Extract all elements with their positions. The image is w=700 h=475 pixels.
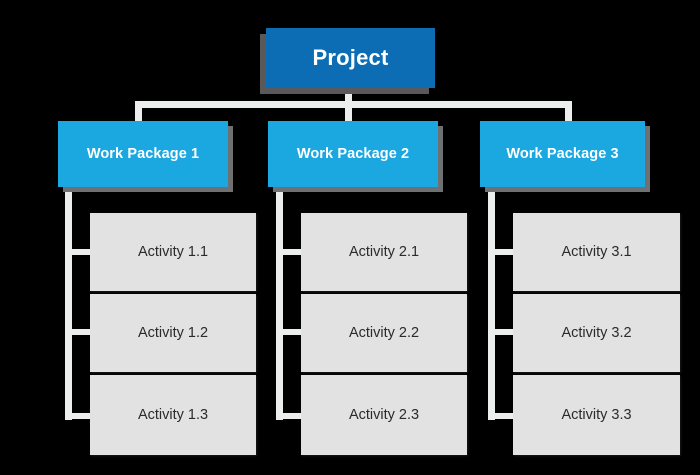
node-activity-1-1[interactable]: Activity 1.1 — [90, 213, 256, 291]
node-project[interactable]: Project — [266, 28, 435, 88]
connector-branch-activity-2-1 — [276, 249, 304, 255]
node-activity-3-3[interactable]: Activity 3.3 — [513, 375, 680, 455]
connector-branch-activity-2-3 — [276, 413, 304, 419]
connector-branch-activity-3-3 — [488, 413, 516, 419]
node-work-package-1[interactable]: Work Package 1 — [58, 121, 228, 187]
connector-root-bus — [135, 101, 572, 108]
node-activity-3-2[interactable]: Activity 3.2 — [513, 294, 680, 372]
connector-root-stem — [345, 88, 352, 106]
node-work-package-2-label: Work Package 2 — [296, 145, 410, 162]
node-activity-1-1-label: Activity 1.1 — [137, 243, 209, 260]
node-activity-2-1[interactable]: Activity 2.1 — [301, 213, 467, 291]
node-activity-3-1[interactable]: Activity 3.1 — [513, 213, 680, 291]
connector-branch-activity-2-2 — [276, 329, 304, 335]
connector-branch-activity-3-2 — [488, 329, 516, 335]
connector-branch-activity-1-1 — [65, 249, 93, 255]
node-activity-1-2[interactable]: Activity 1.2 — [90, 294, 256, 372]
node-work-package-3-label: Work Package 3 — [506, 145, 619, 162]
node-activity-1-3[interactable]: Activity 1.3 — [90, 375, 256, 455]
node-activity-2-3-label: Activity 2.3 — [348, 406, 420, 423]
connector-branch-activity-3-1 — [488, 249, 516, 255]
node-work-package-1-label: Work Package 1 — [86, 145, 200, 162]
node-activity-1-2-label: Activity 1.2 — [137, 324, 209, 341]
connector-drop-wp2 — [345, 101, 352, 123]
node-activity-2-2[interactable]: Activity 2.2 — [301, 294, 467, 372]
connector-trunk-wp1 — [65, 187, 72, 420]
node-activity-2-2-label: Activity 2.2 — [348, 324, 420, 341]
node-activity-2-3[interactable]: Activity 2.3 — [301, 375, 467, 455]
node-activity-2-1-label: Activity 2.1 — [348, 243, 420, 260]
node-work-package-2[interactable]: Work Package 2 — [268, 121, 438, 187]
connector-drop-wp1 — [135, 101, 142, 123]
connector-trunk-wp3 — [488, 187, 495, 420]
node-activity-1-3-label: Activity 1.3 — [137, 406, 209, 423]
connector-drop-wp3 — [565, 101, 572, 123]
node-work-package-3[interactable]: Work Package 3 — [480, 121, 645, 187]
node-activity-3-1-label: Activity 3.1 — [561, 243, 632, 260]
connector-trunk-wp2 — [276, 187, 283, 420]
connector-branch-activity-1-2 — [65, 329, 93, 335]
node-activity-3-2-label: Activity 3.2 — [561, 324, 632, 341]
node-activity-3-3-label: Activity 3.3 — [561, 406, 632, 423]
connector-branch-activity-1-3 — [65, 413, 93, 419]
node-project-label: Project — [312, 45, 389, 71]
